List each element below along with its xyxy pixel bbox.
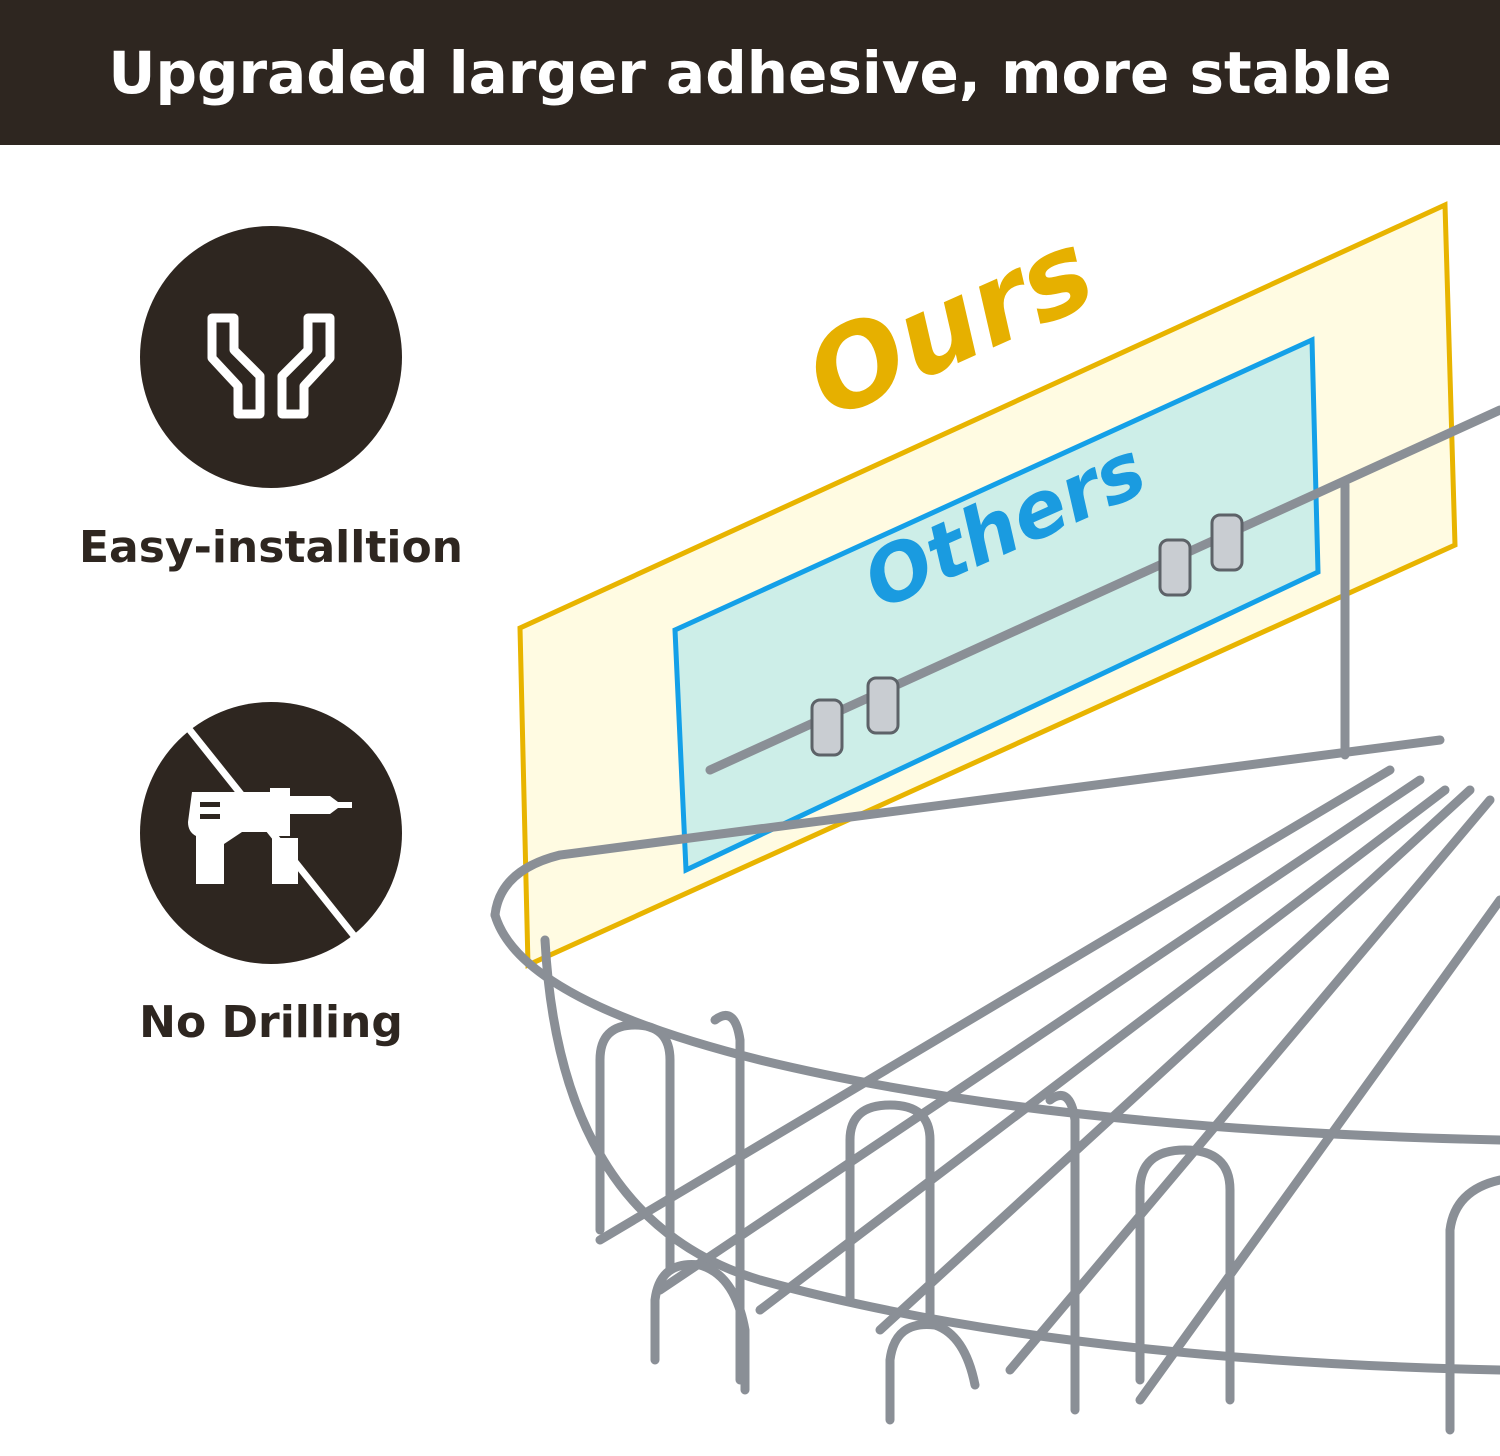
no-drilling-label: No Drilling (139, 997, 403, 1048)
wall-clips (810, 513, 1244, 757)
no-drill-icon (182, 721, 358, 940)
no-drilling-badge (140, 702, 402, 964)
header-banner: Upgraded larger adhesive, more stable (0, 0, 1500, 145)
easy-install-label: Easy-installtion (78, 522, 464, 573)
easy-install-badge (140, 226, 402, 488)
hands-holding-icon (207, 313, 335, 419)
headline: Upgraded larger adhesive, more stable (108, 38, 1392, 107)
